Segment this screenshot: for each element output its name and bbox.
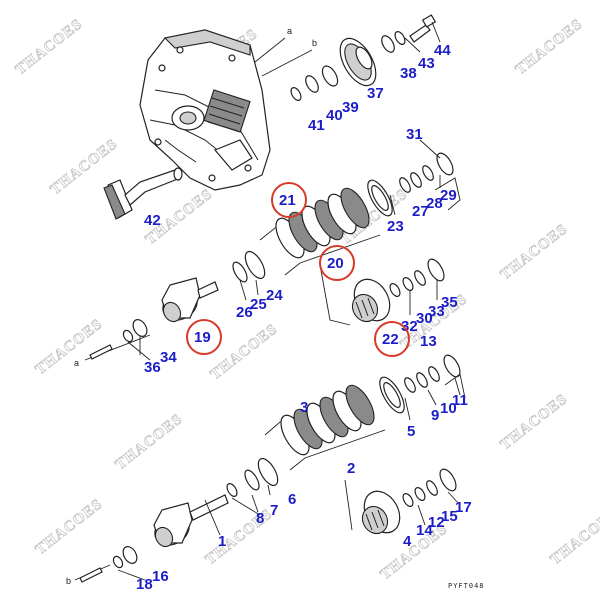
highlight-circles [186, 182, 410, 357]
callout-6[interactable]: 6 [288, 491, 296, 508]
callout-11[interactable]: 11 [452, 392, 468, 409]
upper-planet-carrier [319, 258, 445, 326]
callout-36[interactable]: 36 [144, 359, 161, 376]
highlight-circle-20 [319, 245, 355, 281]
highlight-circle-21 [271, 182, 307, 218]
callout-22[interactable]: 22 [382, 331, 399, 348]
callout-18[interactable]: 18 [136, 576, 153, 593]
callout-25[interactable]: 25 [250, 296, 267, 313]
watermark: THACOES [513, 16, 586, 78]
reference-lines-top: a b a b [66, 26, 317, 586]
callout-leaders [117, 21, 461, 581]
callout-2[interactable]: 2 [347, 460, 355, 477]
watermark: THACOES [498, 221, 571, 283]
watermark: THACOES [33, 316, 106, 378]
callout-35[interactable]: 35 [441, 294, 458, 311]
highlight-circle-22 [374, 321, 410, 357]
callout-15[interactable]: 15 [441, 508, 458, 525]
callout-24[interactable]: 24 [266, 287, 283, 304]
callout-43[interactable]: 43 [418, 55, 435, 72]
callout-14[interactable]: 14 [416, 522, 433, 539]
output-flange [103, 167, 183, 220]
watermark-layer: THACOES THACOES THACOES THACOES THACOES … [12, 16, 600, 584]
callout-7[interactable]: 7 [270, 502, 278, 519]
reference-letter-b-lower: b [66, 576, 71, 586]
watermark: THACOES [203, 506, 276, 568]
watermark: THACOES [548, 506, 600, 568]
callout-23[interactable]: 23 [387, 218, 404, 235]
callout-1[interactable]: 1 [218, 533, 226, 550]
upper-clutch-pack [232, 152, 461, 283]
upper-input-shaft [89, 277, 219, 360]
watermark: THACOES [113, 411, 186, 473]
callout-38[interactable]: 38 [400, 65, 417, 82]
callout-17[interactable]: 17 [455, 499, 472, 516]
callout-8[interactable]: 8 [256, 510, 264, 527]
callout-20[interactable]: 20 [327, 255, 344, 272]
reference-letter-a: a [287, 26, 292, 36]
callout-39[interactable]: 39 [342, 99, 359, 116]
watermark: THACOES [498, 391, 571, 453]
callout-33[interactable]: 33 [428, 303, 445, 320]
callout-31[interactable]: 31 [406, 126, 423, 143]
callout-21[interactable]: 21 [279, 192, 296, 209]
callout-numbers: 1 2 3 4 5 6 7 8 9 10 11 12 13 14 15 16 1… [136, 42, 472, 593]
highlight-circle-19 [186, 319, 222, 355]
lower-planet-carrier [344, 468, 457, 535]
callout-9[interactable]: 9 [431, 407, 439, 424]
callout-37[interactable]: 37 [367, 85, 384, 102]
callout-19[interactable]: 19 [194, 329, 211, 346]
transmission-case [139, 29, 271, 191]
callout-40[interactable]: 40 [326, 107, 343, 124]
watermark: THACOES [33, 496, 106, 558]
callout-34[interactable]: 34 [160, 349, 177, 366]
callout-12[interactable]: 12 [428, 514, 445, 531]
lower-clutch-pack [226, 354, 466, 497]
callout-13[interactable]: 13 [420, 333, 437, 350]
callout-41[interactable]: 41 [308, 117, 325, 134]
callout-28[interactable]: 28 [426, 195, 443, 212]
reference-letter-b: b [312, 38, 317, 48]
callout-16[interactable]: 16 [152, 568, 169, 585]
callout-42[interactable]: 42 [144, 212, 161, 229]
callout-32[interactable]: 32 [401, 318, 418, 335]
callout-44[interactable]: 44 [434, 42, 451, 59]
drawing-code: PYFT048 [448, 582, 485, 590]
watermark: THACOES [13, 16, 86, 78]
callout-10[interactable]: 10 [440, 400, 457, 417]
top-gear-train [290, 14, 437, 101]
callout-30[interactable]: 30 [416, 310, 433, 327]
lower-input-shaft [79, 494, 229, 583]
callout-29[interactable]: 29 [440, 187, 457, 204]
callout-3[interactable]: 3 [300, 399, 308, 416]
callout-4[interactable]: 4 [403, 533, 412, 550]
callout-26[interactable]: 26 [236, 304, 253, 321]
callout-27[interactable]: 27 [412, 203, 429, 220]
reference-letter-a-lower: a [74, 358, 79, 368]
callout-5[interactable]: 5 [407, 423, 415, 440]
